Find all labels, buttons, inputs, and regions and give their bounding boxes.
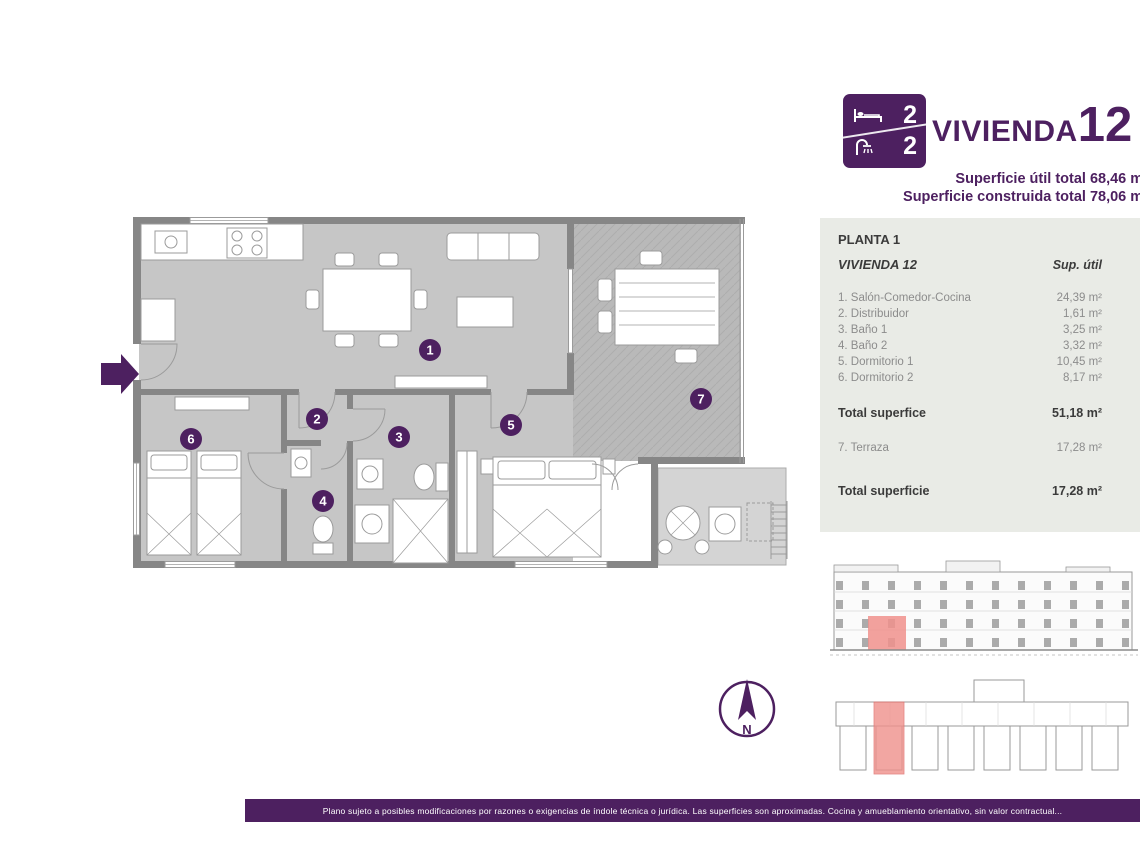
superficie-util-total: Superficie útil total 68,46 m² <box>955 171 1140 187</box>
terrace-furniture <box>597 250 720 364</box>
room-label: 5. Dormitorio 1 <box>838 356 914 368</box>
total-terraza-row: Total superficie 17,28 m² <box>838 484 1102 498</box>
room-marker-4: 4 <box>312 490 334 512</box>
north-compass: N <box>718 679 776 738</box>
room-label: 6. Dormitorio 2 <box>838 372 914 384</box>
total-terraza-value: 17,28 m² <box>1051 484 1102 498</box>
room-marker-7: 7 <box>690 388 712 410</box>
room-marker-4-label: 4 <box>319 494 327 509</box>
room-marker-2: 2 <box>306 408 328 430</box>
room-marker-6-label: 6 <box>187 432 194 447</box>
total-terraza-label: Total superficie <box>838 484 930 498</box>
badge-bathrooms-row: 2 <box>852 132 917 162</box>
terrace-railing <box>739 219 744 463</box>
total-interior-label: Total superfice <box>838 406 926 420</box>
siteplan-tower <box>973 679 1025 703</box>
room-value: 24,39 m² <box>1056 292 1102 304</box>
room-value: 3,25 m² <box>1063 324 1102 336</box>
bathrooms-count: 2 <box>903 132 917 160</box>
pergola-ladder <box>770 501 788 559</box>
room-markers: 1 2 3 4 5 6 7 <box>180 339 712 512</box>
total-interior-row: Total superfice 51,18 m² <box>838 406 1102 420</box>
building-elevation-drawing <box>830 560 1138 656</box>
vivienda-label: VIVIENDA 12 <box>838 257 917 272</box>
room-marker-3-label: 3 <box>395 430 402 445</box>
walls <box>133 217 745 568</box>
room-marker-6: 6 <box>180 428 202 450</box>
table-row: 5. Dormitorio 1 10,45 m² <box>838 354 1102 370</box>
room-label: 1. Salón-Comedor-Cocina <box>838 292 971 304</box>
terraza-row: 7. Terraza 17,28 m² <box>838 442 1102 454</box>
room-marker-1-label: 1 <box>426 343 433 358</box>
table-header-row: VIVIENDA 12 Sup. útil <box>838 257 1102 272</box>
living-furniture <box>394 232 540 389</box>
room-marker-5: 5 <box>500 414 522 436</box>
room-value: 10,45 m² <box>1056 356 1102 368</box>
bathroom1-fixtures <box>354 458 449 564</box>
bathroom2-fixtures <box>290 448 334 555</box>
room-marker-1: 1 <box>419 339 441 361</box>
terraza-label: 7. Terraza <box>838 442 889 454</box>
elevation-parapets <box>833 560 1111 573</box>
terraza-value: 17,28 m² <box>1056 442 1102 454</box>
planta-label: PLANTA 1 <box>838 232 901 247</box>
room-value: 1,61 m² <box>1063 308 1102 320</box>
entry-arrow <box>101 354 139 394</box>
surface-table: PLANTA 1 VIVIENDA 12 Sup. útil 1. Salón-… <box>820 218 1140 532</box>
unit-badge: 2 2 <box>843 94 926 168</box>
room-marker-3: 3 <box>388 426 410 448</box>
room-marker-7-label: 7 <box>697 392 704 407</box>
floorplan-drawing: 1 2 3 4 5 6 7 <box>101 217 788 568</box>
siteplan-unit-highlight <box>873 701 905 775</box>
sup-util-header: Sup. útil <box>1052 258 1102 272</box>
north-needle-icon <box>738 679 756 720</box>
badge-bedrooms-row: 2 <box>852 101 917 131</box>
table-row: 4. Baño 2 3,32 m² <box>838 338 1102 354</box>
elevation-unit-highlight <box>868 616 906 650</box>
bedroom2-furniture <box>146 396 250 556</box>
title-number: 12 <box>1077 98 1133 152</box>
room-label: 3. Baño 1 <box>838 324 888 336</box>
table-row: 1. Salón-Comedor-Cocina 24,39 m² <box>838 290 1102 306</box>
bedrooms-count: 2 <box>903 101 917 129</box>
total-interior-value: 51,18 m² <box>1051 406 1102 420</box>
room-label: 2. Distribuidor <box>838 308 909 320</box>
room-marker-5-label: 5 <box>507 418 514 433</box>
site-plan-drawing <box>835 679 1129 775</box>
room-value: 8,17 m² <box>1063 372 1102 384</box>
dining-table <box>305 252 428 348</box>
table-row: 2. Distribuidor 1,61 m² <box>838 306 1102 322</box>
disclaimer-text: Plano sujeto a posibles modificaciones p… <box>322 805 1063 816</box>
kitchen-furniture <box>140 223 304 342</box>
table-row: 6. Dormitorio 2 8,17 m² <box>838 370 1102 386</box>
superficie-construida-total: Superficie construida total 78,06 m² <box>903 189 1140 205</box>
bed-icon <box>854 108 882 122</box>
title-vivienda: VIVIENDA <box>932 115 1078 148</box>
table-row: 3. Baño 1 3,25 m² <box>838 322 1102 338</box>
room-marker-2-label: 2 <box>313 412 320 427</box>
surface-totals: Superficie útil total 68,46 m² Superfici… <box>903 170 1140 206</box>
window-center-lines <box>136 220 607 565</box>
footer-disclaimer-bar: Plano sujeto a posibles modificaciones p… <box>245 799 1140 822</box>
shower-icon <box>856 138 873 155</box>
room-label: 4. Baño 2 <box>838 340 888 352</box>
bedroom1-furniture <box>456 450 616 558</box>
room-list: 1. Salón-Comedor-Cocina 24,39 m² 2. Dist… <box>838 290 1102 386</box>
room-value: 3,32 m² <box>1063 340 1102 352</box>
compass-north-label: N <box>742 722 751 737</box>
exterior-terrace-furniture <box>657 502 774 555</box>
